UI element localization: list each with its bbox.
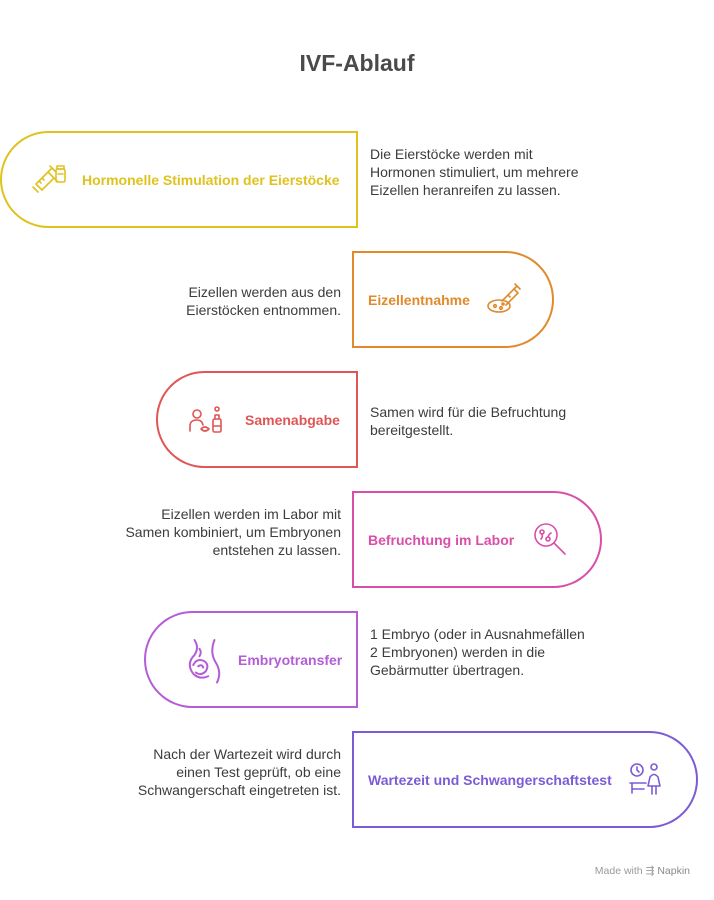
step-3-label: Samenabgabe xyxy=(245,411,340,428)
step-5-pill: Embryotransfer xyxy=(144,611,358,708)
step-6-label: Wartezeit und Schwangerschaftstest xyxy=(368,771,612,788)
step-3-pill: Samenabgabe xyxy=(156,371,358,468)
footer-made-with: Made with xyxy=(594,865,643,877)
syringe-vial-icon xyxy=(30,159,70,199)
magnifier-cells-icon xyxy=(530,519,570,559)
step-6-description: Nach der Wartezeit wird durch einen Test… xyxy=(137,746,341,798)
footer-brand: Napkin xyxy=(657,865,690,877)
pregnant-belly-icon xyxy=(182,635,232,685)
step-1-description: Die Eierstöcke werden mit Hormonen stimu… xyxy=(370,146,579,198)
step-2-label: Eizellentnahme xyxy=(368,291,470,308)
step-5-description: 1 Embryo (oder in Ausnahmefällen 2 Embry… xyxy=(370,626,585,678)
step-4-pill: Befruchtung im Labor xyxy=(352,491,602,588)
step-6-pill: Wartezeit und Schwangerschaftstest xyxy=(352,731,698,828)
step-4-label: Befruchtung im Labor xyxy=(368,531,515,548)
syringe-dish-icon xyxy=(484,279,524,319)
page-title: IVF-Ablauf xyxy=(299,50,415,76)
step-2-pill: Eizellentnahme xyxy=(352,251,554,348)
step-5-label: Embryotransfer xyxy=(238,651,343,668)
napkin-logo-icon: ⇶ xyxy=(645,865,655,877)
step-4-description: Eizellen werden im Labor mit Samen kombi… xyxy=(125,506,341,558)
step-2-description: Eizellen werden aus den Eierstöcken entn… xyxy=(186,284,341,318)
step-1-label: Hormonelle Stimulation der Eierstöcke xyxy=(82,171,340,188)
footer-attribution: Made with ⇶ Napkin xyxy=(595,865,690,877)
clock-person-icon xyxy=(626,759,666,799)
step-1-pill: Hormonelle Stimulation der Eierstöcke xyxy=(0,131,358,228)
person-sample-icon xyxy=(186,399,226,439)
step-3-description: Samen wird für die Befruchtung bereitges… xyxy=(370,404,567,438)
